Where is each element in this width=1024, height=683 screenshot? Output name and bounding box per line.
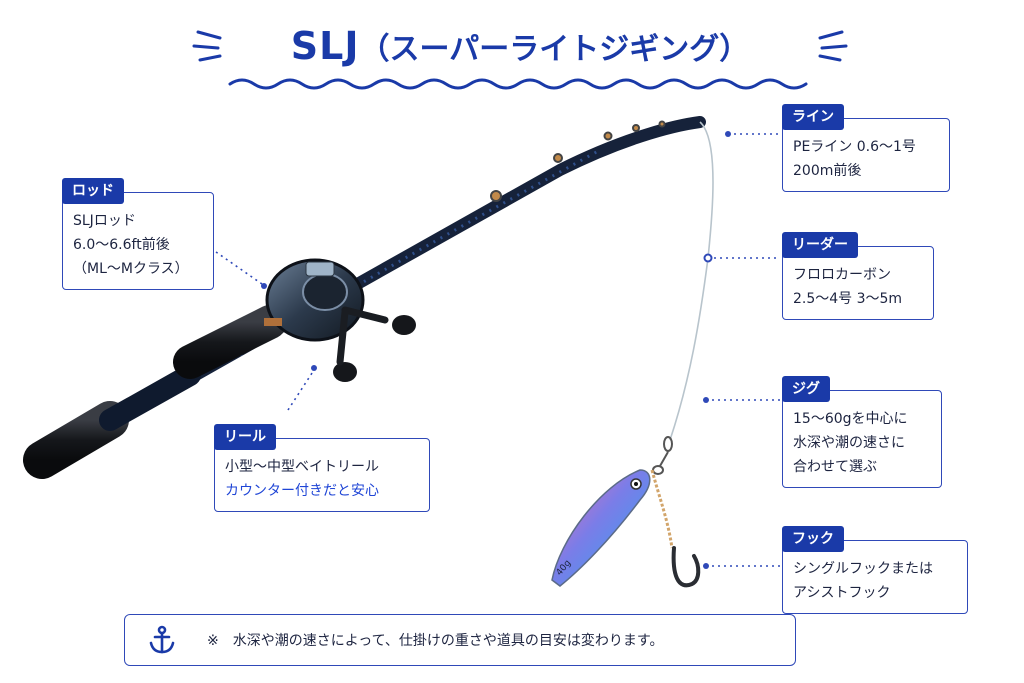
page-title: SLJ（スーパーライトジギング）	[190, 16, 850, 96]
callout-jig-label: ジグ	[782, 376, 830, 402]
rod-rear-section	[99, 364, 201, 431]
line-line-1: PEライン 0.6〜1号	[793, 139, 916, 155]
connector-dots	[261, 131, 731, 569]
rod-line-1: SLJロッド	[73, 213, 136, 229]
rod-guides	[490, 120, 666, 202]
reel-body	[264, 258, 416, 382]
title-main: SLJ	[290, 24, 360, 68]
leader-line-2: 2.5〜4号 3〜5m	[793, 291, 903, 307]
fishing-line	[669, 121, 714, 441]
reel-highlight: カウンター付きだと安心	[225, 483, 379, 499]
jig-line-1: 15〜60gを中心に	[793, 411, 908, 427]
anchor-icon	[149, 625, 175, 654]
rod-line-2: 6.0〜6.6ft前後	[73, 237, 170, 253]
callout-line-box: PEライン 0.6〜1号 200m前後	[782, 118, 950, 192]
note-text: ※ 水深や潮の速さによって、仕掛けの重さや道具の目安は変わります。	[207, 633, 664, 649]
callout-leader-label: リーダー	[782, 232, 858, 258]
rod-fore-grip	[173, 305, 287, 379]
leader-line-1: フロロカーボン	[793, 267, 891, 283]
reel-line-1: 小型〜中型ベイトリール	[225, 459, 379, 475]
callout-rod-label: ロッド	[62, 178, 124, 204]
callout-line-label: ライン	[782, 104, 844, 130]
title-sub: （スーパーライトジギング）	[359, 32, 750, 67]
note-box: ※ 水深や潮の速さによって、仕掛けの重さや道具の目安は変わります。	[124, 614, 796, 666]
callout-rod-box: SLJロッド 6.0〜6.6ft前後 （ML〜Mクラス）	[62, 192, 214, 290]
callout-leader-box: フロロカーボン 2.5〜4号 3〜5m	[782, 246, 934, 320]
jig-line-2: 水深や潮の速さに	[793, 435, 905, 451]
hook-line-1: シングルフックまたは	[793, 561, 933, 577]
callout-hook-box: シングルフックまたは アシストフック	[782, 540, 968, 614]
hook-shape	[671, 546, 701, 588]
line-line-2: 200m前後	[793, 163, 862, 179]
rod-butt-grip	[23, 401, 129, 479]
assist-cord	[650, 469, 674, 549]
title-decoration	[192, 30, 848, 90]
callout-hook-label: フック	[782, 526, 844, 552]
callout-jig-box: 15〜60gを中心に 水深や潮の速さに 合わせて選ぶ	[782, 390, 942, 488]
callout-reel-label: リール	[214, 424, 276, 450]
jig-line-3: 合わせて選ぶ	[793, 459, 877, 475]
snap-swivel	[652, 436, 673, 475]
rod-line-3: （ML〜Mクラス）	[73, 261, 189, 277]
callout-reel-box: 小型〜中型ベイトリール カウンター付きだと安心	[214, 438, 430, 512]
hook-line-2: アシストフック	[793, 585, 891, 601]
callout-connectors	[215, 133, 780, 567]
metal-jig: 40g	[551, 469, 651, 587]
